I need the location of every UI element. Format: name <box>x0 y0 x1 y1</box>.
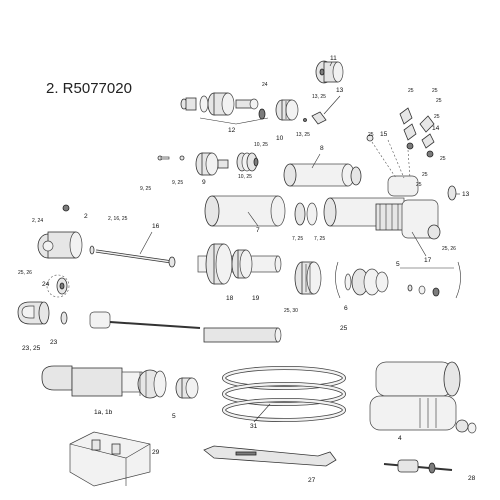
label-13-25: 13, 25 <box>312 94 326 100</box>
part-29-tool-block <box>69 431 151 487</box>
label-18: 18 <box>226 295 234 302</box>
part-16-shaft <box>89 245 176 268</box>
label-28: 28 <box>468 475 476 482</box>
label-7-25b: 7, 25 <box>314 236 325 242</box>
label-8: 8 <box>320 145 324 152</box>
part-13-wedge <box>303 111 327 125</box>
label-2-16-25: 2, 16, 25 <box>108 216 128 222</box>
label-9-25b: 9, 25 <box>172 180 183 186</box>
label-7: 7 <box>256 227 260 234</box>
label-7-25: 7, 25 <box>292 236 303 242</box>
label-14: 14 <box>432 125 440 132</box>
part-2-eyelet <box>37 204 83 259</box>
part-31-coil-spring <box>222 366 346 422</box>
label-15: 15 <box>380 131 388 138</box>
label-25-f: 25 <box>440 156 446 162</box>
label-2-24b: 2, 24 <box>32 218 43 224</box>
label-25-c: 25 <box>432 88 438 94</box>
part-23-eyelet <box>17 301 68 325</box>
part-1-damper-body <box>41 365 167 399</box>
label-25-d: 25 <box>436 98 442 104</box>
part-12-valve-assembly <box>180 92 269 125</box>
part-8-reservoir-body <box>283 163 362 187</box>
label-24: 24 <box>262 82 268 88</box>
part-24-bushing <box>46 274 70 298</box>
part-9-valve-body <box>157 152 229 176</box>
label-9: 9 <box>202 179 206 186</box>
label-25-e: 25 <box>434 114 440 120</box>
label-19: 19 <box>252 295 260 302</box>
label-13: 13 <box>336 87 344 94</box>
part-11-cap <box>315 60 344 84</box>
part-4-reservoir-body <box>369 361 477 434</box>
label-13b: 13 <box>462 191 470 198</box>
label-25-b: 25 <box>408 88 414 94</box>
label-25-g: 25 <box>422 172 428 178</box>
label-25-h: 25 <box>416 182 422 188</box>
label-1a-1b: 1a, 1b <box>94 409 113 416</box>
label-10-25: 10, 25 <box>254 142 268 148</box>
label-10-25b: 10, 25 <box>238 174 252 180</box>
label-25-26: 25, 26 <box>442 246 456 252</box>
part-labels: 11 24 13, 25 13 13, 25 12 10 10, 25 10, … <box>18 55 476 484</box>
label-11: 11 <box>330 55 337 62</box>
diagram-title: 2. R5077020 <box>46 80 132 97</box>
label-27: 27 <box>308 477 316 484</box>
label-5a: 5 <box>396 261 400 268</box>
part-5-piston <box>175 377 199 399</box>
part-7-air-can <box>204 195 318 227</box>
label-5b: 5 <box>172 413 176 420</box>
label-12: 12 <box>228 127 236 134</box>
part-27-wrench <box>203 445 337 467</box>
part-shaft-rod <box>89 311 282 343</box>
part-24-ring-stack <box>275 99 299 121</box>
label-31: 31 <box>250 423 258 430</box>
label-17: 17 <box>424 257 432 264</box>
label-2: 2 <box>84 213 88 220</box>
label-23: 23 <box>50 339 58 346</box>
label-25-a: 25 <box>368 132 374 138</box>
part-19-piston-ring <box>231 249 253 279</box>
label-10: 10 <box>276 135 284 142</box>
part-28-pin <box>383 459 453 474</box>
label-4: 4 <box>398 435 402 442</box>
label-16: 16 <box>152 223 160 230</box>
label-6: 6 <box>344 305 348 312</box>
label-13-25b: 13, 25 <box>296 132 310 138</box>
part-5-shim-stack <box>294 261 461 299</box>
label-23-25: 23, 25 <box>22 345 41 352</box>
label-25-26b: 25, 26 <box>18 270 32 276</box>
label-24b: 24 <box>42 281 50 288</box>
part-17-reservoir-assembly <box>323 134 457 240</box>
label-29: 29 <box>152 449 160 456</box>
label-25-i: 25 <box>340 325 348 332</box>
part-15-detent <box>399 107 417 150</box>
part-10-seal-stack <box>236 152 259 172</box>
label-9-25: 9, 25 <box>140 186 151 192</box>
leader-lines <box>139 61 460 423</box>
part-14-knob <box>419 115 435 158</box>
label-25-30: 25, 30 <box>284 308 298 314</box>
